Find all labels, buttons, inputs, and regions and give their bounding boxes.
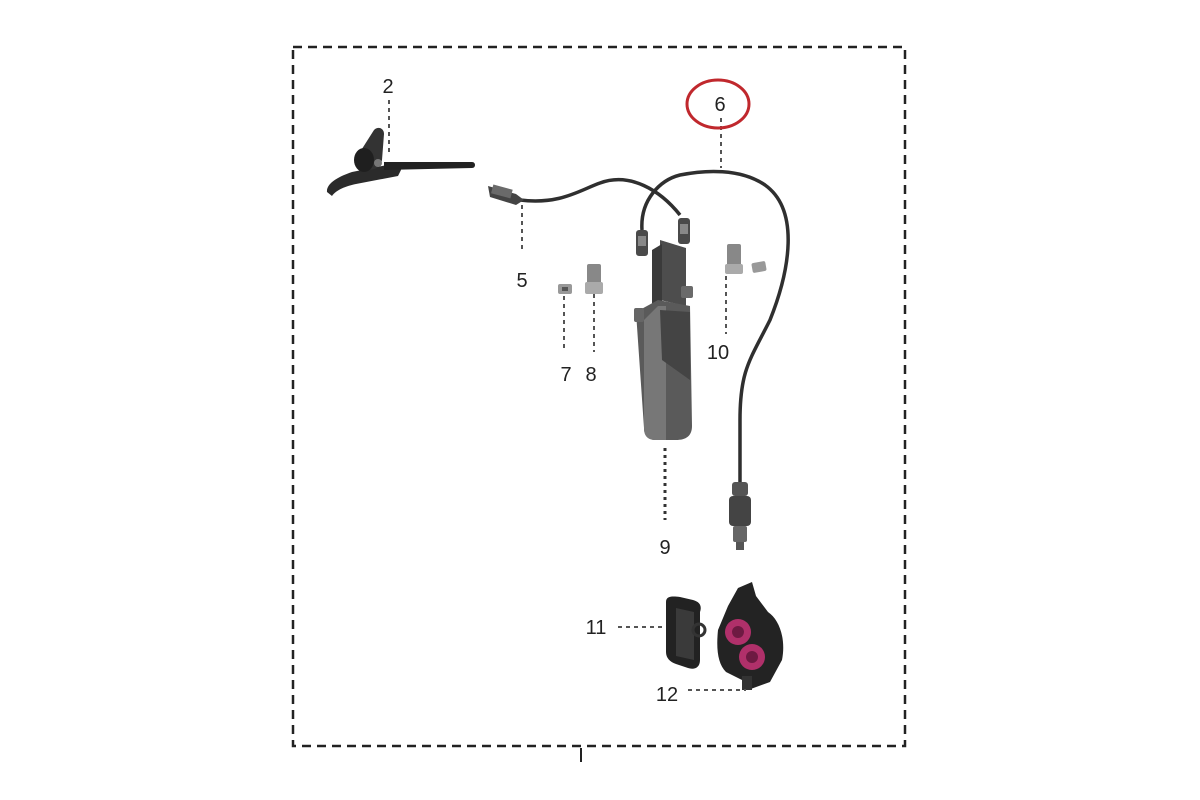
- rear-hose-part: [636, 169, 790, 550]
- distributor-part-9: [634, 240, 693, 440]
- callout-5: 5: [516, 270, 527, 292]
- assembly-frame: [291, 45, 907, 748]
- callout-8: 8: [585, 364, 596, 386]
- front-hose-part: [488, 177, 690, 244]
- callout-9: 9: [659, 537, 670, 559]
- adapter-part-8: [585, 264, 603, 294]
- callout-6: 6: [714, 94, 725, 116]
- brake-pad-part: [666, 596, 707, 669]
- highlight-circle: [685, 78, 751, 130]
- leader-lines: [388, 100, 746, 691]
- adapter-part-10: [725, 244, 767, 274]
- bolt-part-7: [558, 284, 572, 294]
- brake-caliper-part: [717, 582, 784, 690]
- callout-12: 12: [656, 684, 678, 706]
- brake-lever-part: [326, 127, 475, 196]
- callout-2: 2: [382, 76, 393, 98]
- callout-10: 10: [707, 342, 729, 364]
- callout-11: 11: [586, 617, 607, 639]
- callout-7: 7: [560, 364, 571, 386]
